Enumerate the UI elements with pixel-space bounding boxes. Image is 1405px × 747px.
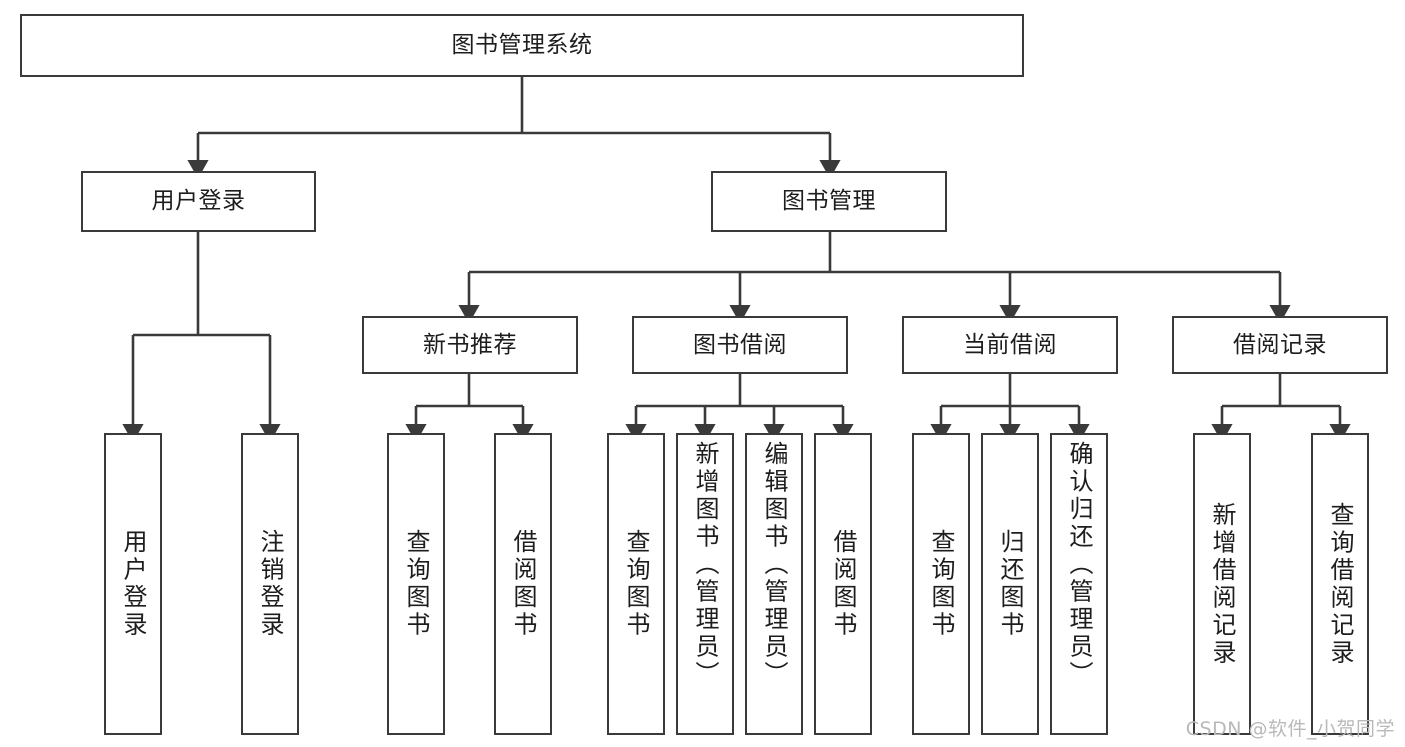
node-current-borrow[interactable]: 当前借阅 xyxy=(902,316,1118,374)
node-leaf-add-record[interactable]: 新增借阅记录 xyxy=(1193,433,1251,735)
node-leaf-query-record[interactable]: 查询借阅记录 xyxy=(1311,433,1369,735)
node-book-borrow[interactable]: 图书借阅 xyxy=(632,316,848,374)
node-leaf-return-book-label: 归还图书 xyxy=(996,529,1024,639)
node-leaf-query-book-1[interactable]: 查询图书 xyxy=(387,433,445,735)
node-leaf-add-book-label: 新增图书（管理员） xyxy=(691,441,719,689)
node-leaf-borrow-book-1[interactable]: 借阅图书 xyxy=(494,433,552,735)
node-leaf-return-book[interactable]: 归还图书 xyxy=(981,433,1039,735)
node-leaf-borrow-book-2[interactable]: 借阅图书 xyxy=(814,433,872,735)
node-leaf-add-record-label: 新增借阅记录 xyxy=(1208,501,1236,667)
node-book-manage-label: 图书管理 xyxy=(782,188,876,215)
node-current-borrow-label: 当前借阅 xyxy=(963,331,1057,358)
node-leaf-query-book-2[interactable]: 查询图书 xyxy=(607,433,665,735)
node-leaf-confirm-return-label: 确认归还（管理员） xyxy=(1065,441,1093,689)
node-user-login-label: 用户登录 xyxy=(151,188,246,215)
node-leaf-query-record-label: 查询借阅记录 xyxy=(1326,501,1354,667)
node-leaf-user-logout-label: 注销登录 xyxy=(256,529,284,639)
node-leaf-edit-book-label: 编辑图书（管理员） xyxy=(760,441,788,689)
node-leaf-user-login-label: 用户登录 xyxy=(119,529,147,639)
node-root-label: 图书管理系统 xyxy=(451,32,593,59)
node-borrow-record[interactable]: 借阅记录 xyxy=(1172,316,1388,374)
node-book-borrow-label: 图书借阅 xyxy=(693,331,787,358)
node-leaf-add-book[interactable]: 新增图书（管理员） xyxy=(676,433,734,735)
node-leaf-borrow-book-2-label: 借阅图书 xyxy=(829,529,857,639)
watermark: CSDN @软件_小贺同学 xyxy=(1185,718,1395,740)
node-leaf-borrow-book-1-label: 借阅图书 xyxy=(509,529,537,639)
node-leaf-confirm-return[interactable]: 确认归还（管理员） xyxy=(1050,433,1108,735)
node-leaf-user-login[interactable]: 用户登录 xyxy=(104,433,162,735)
node-leaf-query-book-2-label: 查询图书 xyxy=(622,529,650,639)
node-leaf-user-logout[interactable]: 注销登录 xyxy=(241,433,299,735)
node-new-book-rec[interactable]: 新书推荐 xyxy=(362,316,578,374)
node-new-book-rec-label: 新书推荐 xyxy=(423,331,517,358)
node-root[interactable]: 图书管理系统 xyxy=(20,14,1024,77)
node-book-manage[interactable]: 图书管理 xyxy=(711,171,947,232)
node-leaf-query-book-3[interactable]: 查询图书 xyxy=(912,433,970,735)
node-leaf-query-book-1-label: 查询图书 xyxy=(402,529,430,639)
node-leaf-edit-book[interactable]: 编辑图书（管理员） xyxy=(745,433,803,735)
node-user-login[interactable]: 用户登录 xyxy=(81,171,316,232)
node-leaf-query-book-3-label: 查询图书 xyxy=(927,529,955,639)
node-borrow-record-label: 借阅记录 xyxy=(1233,331,1327,358)
